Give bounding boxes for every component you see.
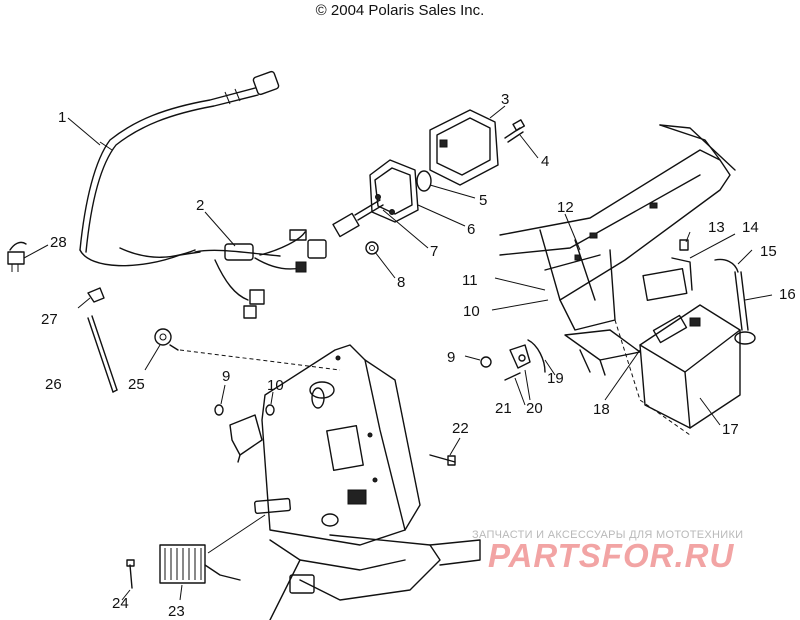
frame-lower	[269, 534, 481, 620]
callout-4: 4	[541, 153, 549, 170]
callout-21: 21	[495, 400, 512, 417]
part-26-strap	[87, 315, 118, 393]
part-7-connector	[332, 199, 384, 238]
callout-25: 25	[128, 376, 145, 393]
callout-26: 26	[45, 376, 62, 393]
callout-17: 17	[722, 421, 739, 438]
leader-lines	[23, 105, 773, 601]
frame-rear	[499, 124, 736, 331]
part-14-battery-cable	[642, 257, 693, 301]
callout-10-left: 10	[267, 377, 284, 394]
part-9-10-left	[214, 404, 275, 416]
part-27-clip	[87, 287, 105, 303]
callout-11: 11	[462, 272, 478, 289]
part-13-nut	[679, 239, 689, 251]
callout-10-right: 10	[463, 303, 480, 320]
callout-18: 18	[593, 401, 610, 418]
regulator-fins	[164, 548, 202, 580]
part-23-regulator	[159, 514, 266, 584]
watermark-tagline: ЗАПЧАСТИ И АКСЕССУАРЫ ДЛЯ МОТОТЕХНИКИ	[472, 529, 744, 541]
part-28-switch	[7, 241, 27, 272]
panel-main	[254, 344, 421, 546]
callout-15: 15	[760, 243, 777, 260]
part-22-bolt	[429, 454, 456, 466]
callout-28: 28	[50, 234, 67, 251]
callout-1: 1	[58, 109, 66, 126]
callout-12: 12	[557, 199, 574, 216]
callout-23: 23	[168, 603, 185, 620]
part-25-sensor	[154, 328, 341, 371]
part-24-screw	[126, 559, 135, 589]
part-4-screw	[504, 119, 526, 143]
callout-9-right: 9	[447, 349, 455, 366]
copyright-notice: © 2004 Polaris Sales Inc.	[315, 2, 485, 19]
callout-27: 27	[41, 311, 58, 328]
part-2-sub-harness	[194, 229, 327, 319]
part-8-nut	[365, 241, 379, 255]
callout-7: 7	[430, 243, 438, 260]
callout-20: 20	[526, 400, 543, 417]
part-19-20-21-clamp	[504, 339, 546, 381]
callout-13: 13	[708, 219, 725, 236]
cdi-module	[229, 414, 263, 463]
part-17-battery	[614, 304, 741, 436]
part-6-light-bracket	[369, 159, 419, 223]
part-15-16-cable-boot	[714, 258, 756, 345]
part-5-bulb-socket	[416, 170, 432, 192]
callout-6: 6	[467, 221, 475, 238]
callout-8: 8	[397, 274, 405, 291]
callout-2: 2	[196, 197, 204, 214]
callout-3: 3	[501, 91, 509, 108]
part-3-tail-light	[429, 109, 499, 186]
callout-14: 14	[742, 219, 759, 236]
callout-labels: 1 2 3 4 5 6 7 8 9 10 11 12 13 14 15 16 1…	[41, 91, 796, 620]
watermark-logo: PARTSFOR.RU	[488, 537, 735, 574]
callout-5: 5	[479, 192, 487, 209]
callout-16: 16	[779, 286, 796, 303]
callout-24: 24	[112, 595, 129, 612]
part-1-wire-harness	[79, 70, 280, 267]
part-18-battery-bracket	[564, 329, 641, 376]
part-9-washer-right	[480, 356, 492, 368]
callout-22: 22	[452, 420, 469, 437]
callout-19: 19	[547, 370, 564, 387]
callout-9-left: 9	[222, 368, 230, 385]
